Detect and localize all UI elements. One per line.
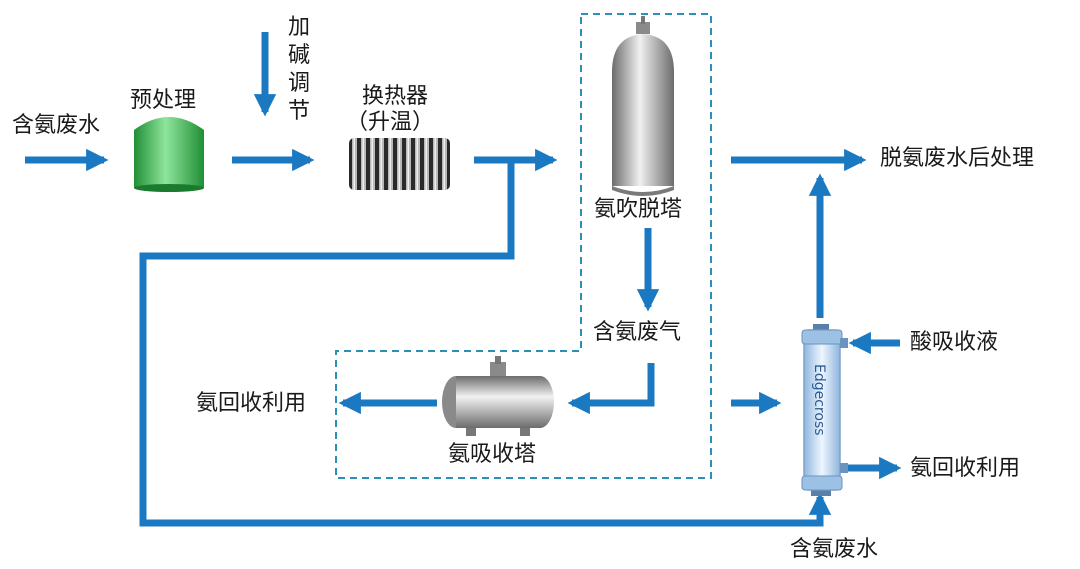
- inlet-label: 含氨废水: [12, 113, 101, 138]
- bottom-inlet-label: 含氨废水: [790, 537, 879, 562]
- heat-exchanger-icon: [349, 138, 450, 190]
- heat-exchanger-label: 换热器: [362, 84, 429, 109]
- alkali-char: 加: [287, 15, 310, 40]
- pretreatment-tank-icon: [134, 117, 204, 192]
- alkali-label: 加 碱 调 节: [286, 14, 312, 126]
- gas-to-absorber-arrow: [567, 363, 655, 415]
- pretreatment-label: 预处理: [130, 88, 197, 113]
- ammonia-gas-label: 含氨废气: [593, 320, 682, 345]
- stripping-tower-label: 氨吹脱塔: [594, 197, 683, 222]
- acid-solution-label: 酸吸收液: [910, 330, 999, 355]
- membrane-brand-text: Edgecross: [811, 364, 827, 436]
- recycle-line: [139, 160, 832, 527]
- flow-arrows: [25, 32, 902, 527]
- recovery-left-label: 氨回收利用: [196, 391, 307, 416]
- heat-exchanger-sublabel: （升温）: [346, 110, 435, 135]
- alkali-char: 节: [287, 99, 310, 124]
- membrane-module-icon: Edgecross: [801, 324, 848, 496]
- recovery-right-label: 氨回收利用: [910, 456, 1021, 481]
- stripping-tower-icon: [612, 16, 674, 196]
- post-treatment-label: 脱氨废水后处理: [880, 146, 1035, 171]
- alkali-char: 碱: [287, 43, 310, 68]
- absorption-tower-label: 氨吸收塔: [448, 442, 537, 467]
- absorption-tower-icon: [442, 356, 554, 436]
- alkali-char: 调: [287, 71, 310, 96]
